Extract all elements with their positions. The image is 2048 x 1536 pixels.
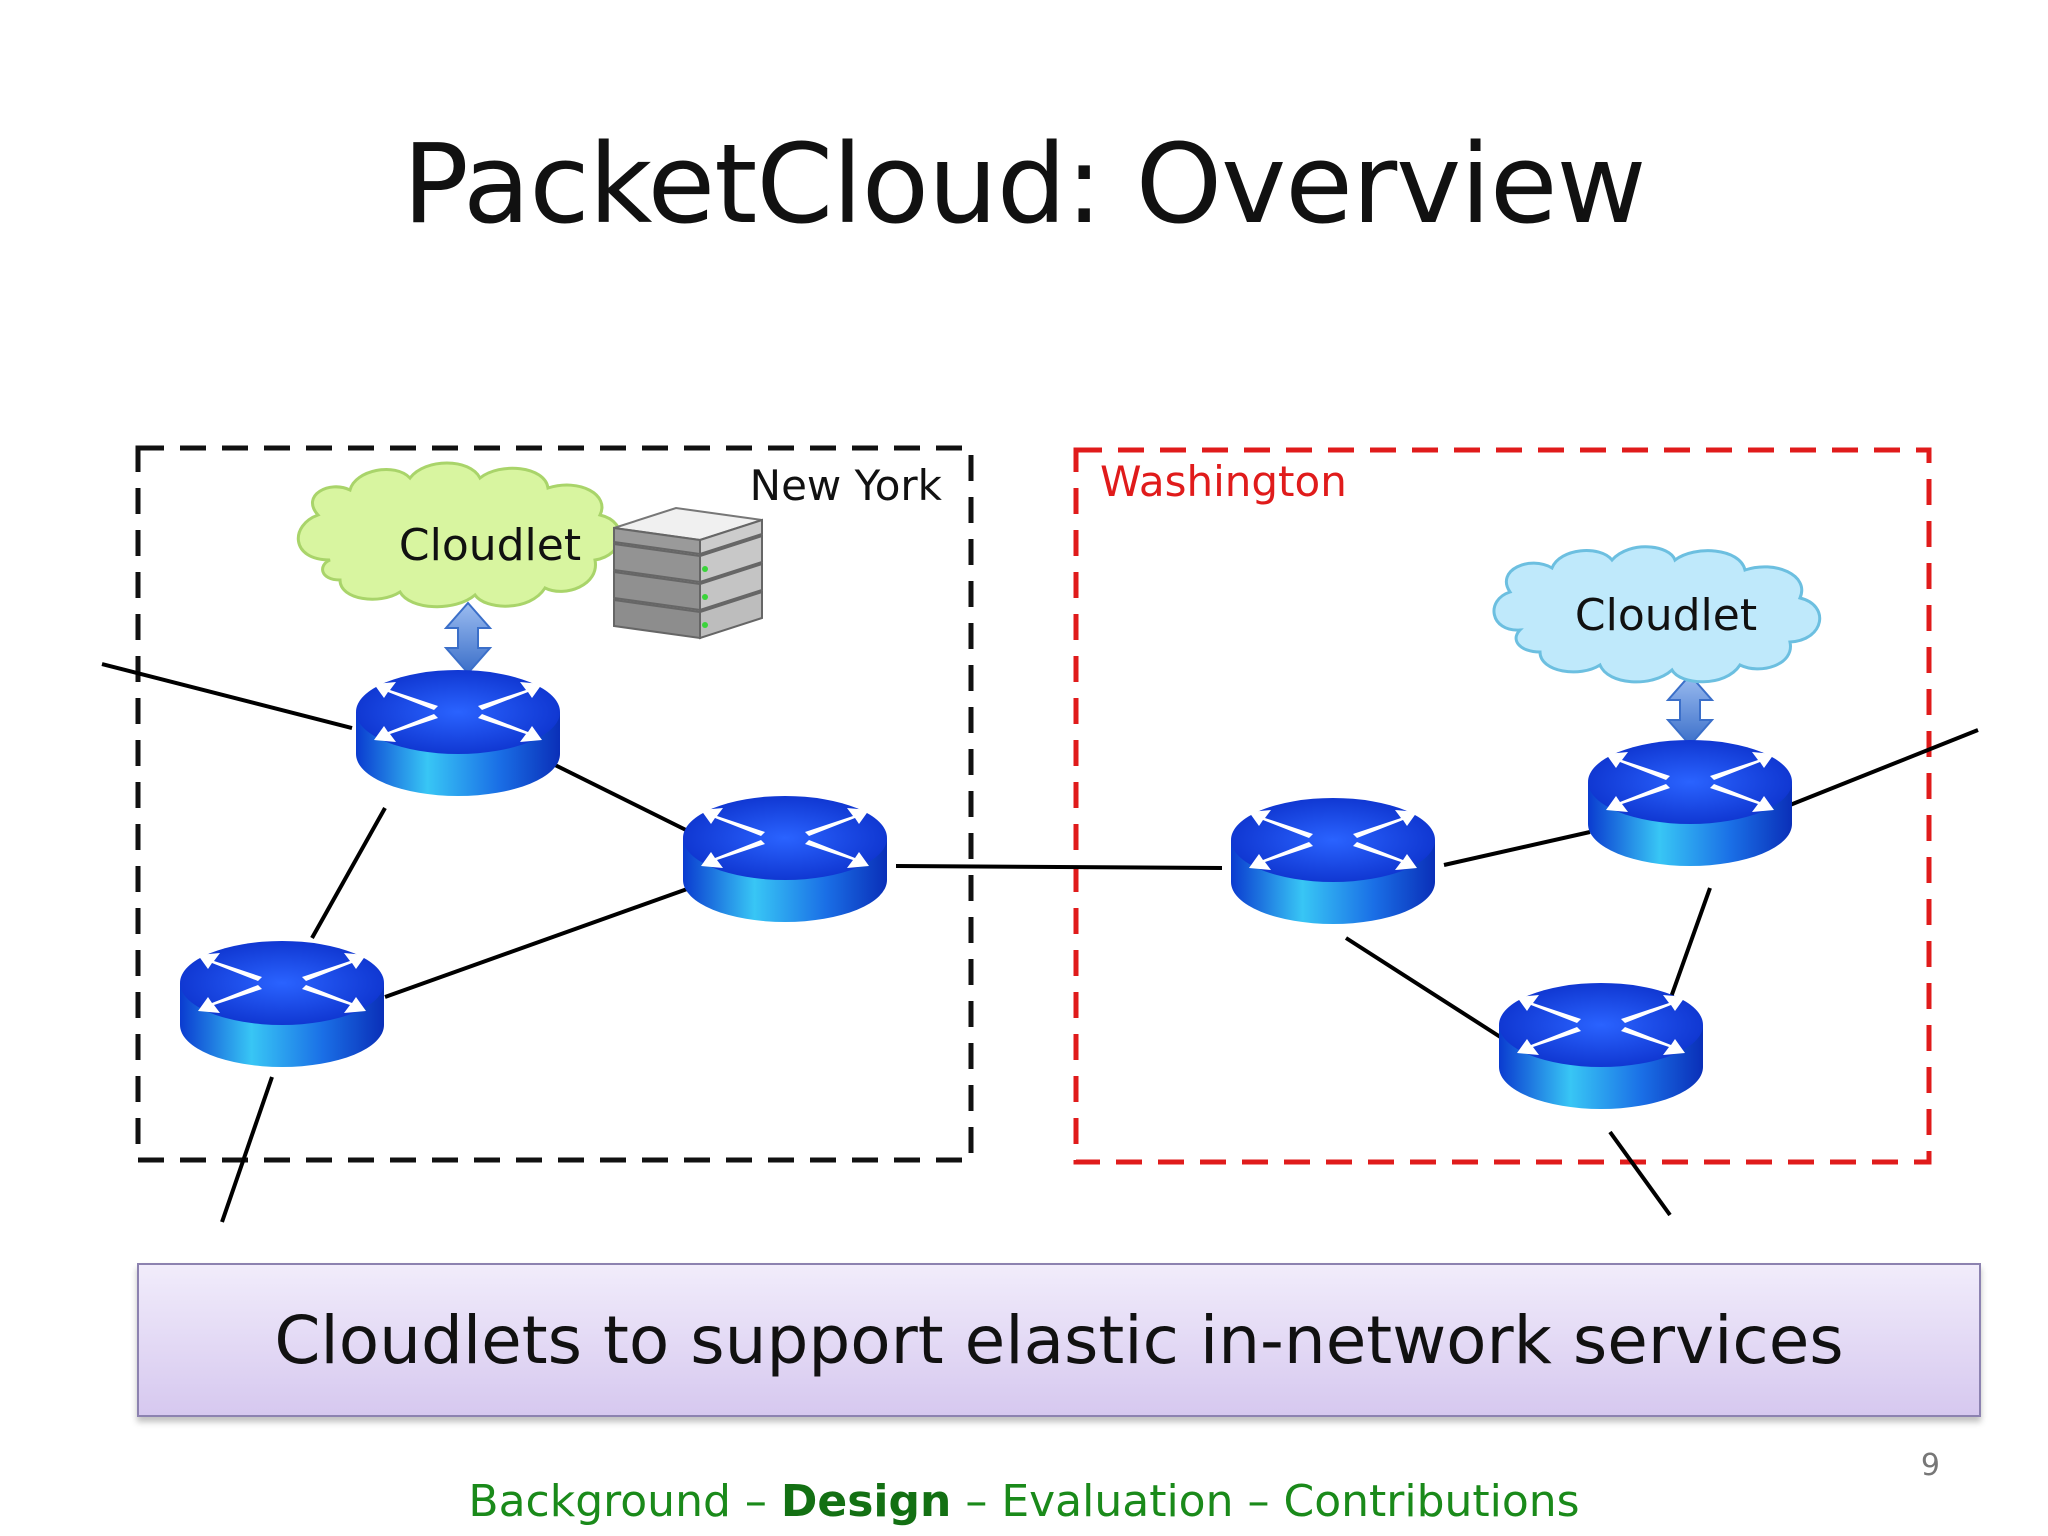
ny-cloudlet: Cloudlet bbox=[296, 461, 622, 609]
link-ny-wa bbox=[895, 864, 1223, 870]
summary-banner: Cloudlets to support elastic in-network … bbox=[137, 1263, 1981, 1417]
slide-title: PacketCloud: Overview bbox=[402, 120, 1647, 248]
section-navigation: Background – Design – Evaluation – Contr… bbox=[0, 1476, 2048, 1527]
link-wa-external-bottom bbox=[1608, 1130, 1672, 1217]
ny-cloudlet-label: Cloudlet bbox=[399, 520, 581, 571]
nav-separator: – bbox=[1233, 1476, 1284, 1527]
washington-label: Washington bbox=[1100, 457, 1347, 506]
router-ny-2-icon bbox=[683, 796, 887, 922]
wa-cloudlet-arrow bbox=[1665, 673, 1715, 747]
link-ny-external-left bbox=[101, 662, 353, 730]
nav-evaluation: Evaluation bbox=[1001, 1476, 1234, 1527]
washington-region-box bbox=[1073, 447, 1932, 1165]
link-ny-external-bottom bbox=[220, 1076, 274, 1223]
router-ny-3-icon bbox=[180, 941, 384, 1067]
nav-separator: – bbox=[730, 1476, 781, 1527]
nav-background: Background bbox=[468, 1476, 731, 1527]
nav-separator: – bbox=[951, 1476, 1002, 1527]
wa-cloudlet-label: Cloudlet bbox=[1575, 590, 1757, 641]
new-york-region-box bbox=[135, 445, 974, 1163]
router-wa-3-icon bbox=[1499, 983, 1703, 1109]
new-york-label: New York bbox=[750, 461, 943, 510]
slide-number: 9 bbox=[1920, 1448, 1940, 1483]
link-wa-r2-r3 bbox=[1668, 887, 1712, 1001]
link-wa-external-right bbox=[1789, 728, 1979, 807]
link-ny-r1-r3 bbox=[310, 807, 387, 939]
network-links bbox=[101, 662, 1979, 1223]
link-ny-r3-r2 bbox=[384, 886, 691, 999]
router-ny-1-icon bbox=[356, 670, 560, 796]
banner-text: Cloudlets to support elastic in-network … bbox=[274, 1301, 1844, 1379]
router-wa-1-icon bbox=[1231, 798, 1435, 924]
link-wa-r1-r3 bbox=[1344, 936, 1507, 1042]
nav-contributions: Contributions bbox=[1283, 1476, 1580, 1527]
router-wa-2-icon bbox=[1588, 740, 1792, 866]
link-ny-r1-r2 bbox=[554, 763, 691, 834]
link-wa-r1-r2 bbox=[1443, 830, 1591, 867]
ny-cloudlet-arrow bbox=[443, 601, 493, 675]
server-stack-icon bbox=[613, 506, 763, 640]
wa-cloudlet: Cloudlet bbox=[1492, 545, 1822, 684]
nav-design-current: Design bbox=[780, 1476, 952, 1527]
